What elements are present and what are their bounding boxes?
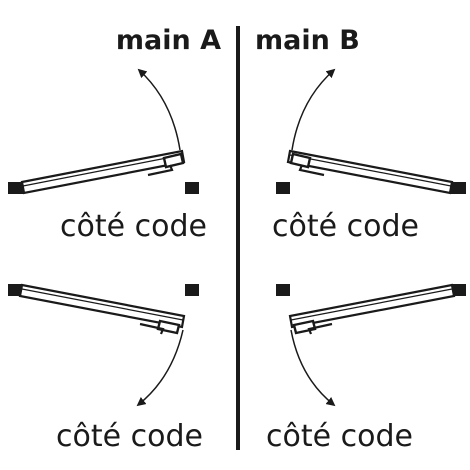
door-edge-line bbox=[21, 288, 184, 321]
door-edge-line bbox=[289, 154, 452, 187]
hinge-icon bbox=[162, 152, 185, 169]
door-leaf-icon bbox=[288, 283, 456, 329]
door-leaf-icon bbox=[18, 283, 186, 329]
handle-icon bbox=[147, 164, 174, 177]
handle-icon bbox=[307, 322, 333, 335]
frame-block-icon bbox=[8, 284, 23, 296]
panel-b-bottom: côté code bbox=[266, 283, 466, 454]
panel-a-top: côté code bbox=[8, 68, 207, 244]
swing-arc-arrow-icon bbox=[290, 329, 336, 407]
title-main-a: main A bbox=[116, 25, 221, 56]
door-edge-line bbox=[22, 154, 183, 187]
door-leaf-icon bbox=[286, 149, 454, 195]
title-main-b: main B bbox=[255, 25, 360, 56]
caption-a-top: côté code bbox=[60, 209, 207, 244]
caption-a-bottom: côté code bbox=[56, 419, 203, 454]
panel-a-bottom: côté code bbox=[8, 283, 203, 454]
frame-block-icon bbox=[451, 284, 466, 296]
frame-block-icon bbox=[185, 182, 199, 194]
frame-block-icon bbox=[185, 284, 199, 296]
handle-icon bbox=[139, 322, 165, 335]
hinge-icon bbox=[289, 152, 312, 169]
swing-arc-arrow-icon bbox=[136, 329, 184, 407]
swing-arc-arrow-icon bbox=[291, 68, 336, 151]
caption-b-top: côté code bbox=[272, 209, 419, 244]
frame-block-icon bbox=[276, 284, 290, 296]
swing-arc-arrow-icon bbox=[137, 68, 181, 151]
door-edge-line bbox=[290, 288, 453, 321]
frame-block-icon bbox=[451, 182, 466, 194]
panel-b-top: côté code bbox=[272, 68, 466, 244]
frame-block-icon bbox=[8, 182, 23, 194]
handle-icon bbox=[298, 164, 325, 177]
frame-block-icon bbox=[276, 182, 290, 194]
caption-b-bottom: côté code bbox=[266, 419, 413, 454]
